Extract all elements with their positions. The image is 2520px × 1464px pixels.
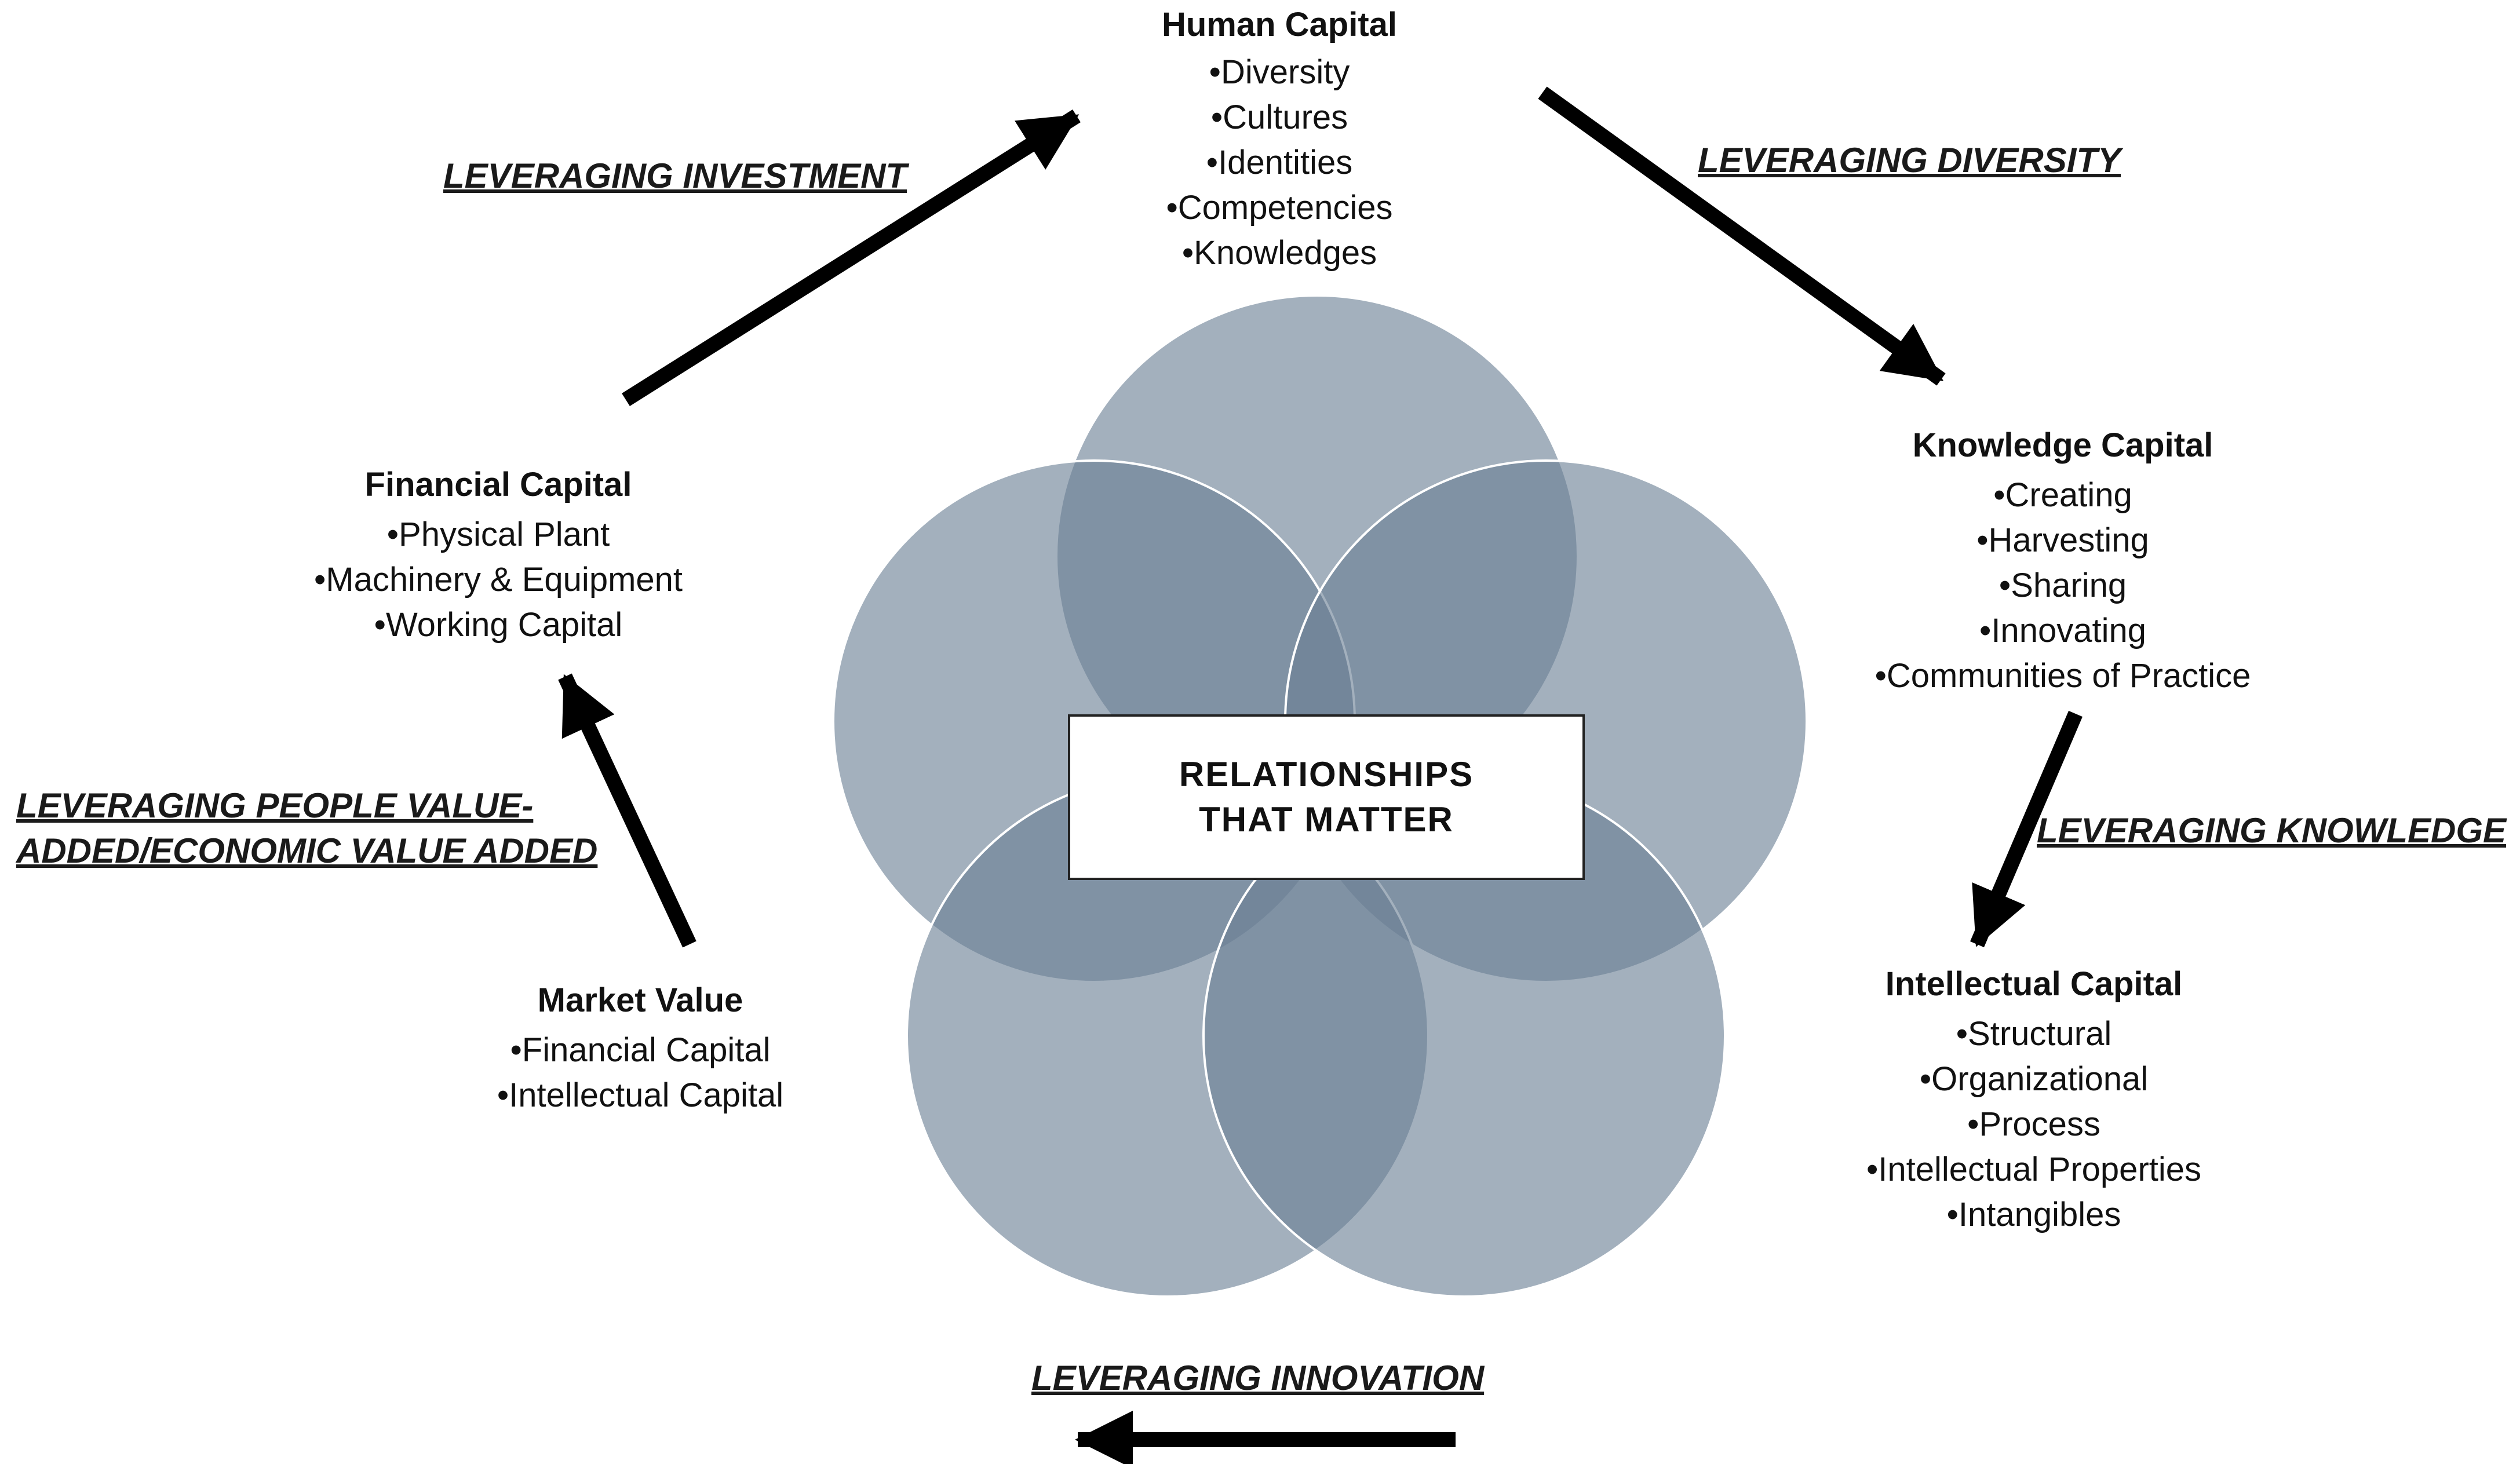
list-item: •Working Capital (374, 606, 623, 644)
label-leveraging-investment: LEVERAGING INVESTMENT (443, 156, 907, 195)
list-item: •Innovating (1979, 612, 2146, 649)
list-item: •Financial Capital (510, 1031, 771, 1069)
list-item: •Intellectual Properties (1866, 1151, 2202, 1188)
list-item: •Knowledges (1181, 234, 1377, 272)
node-human-capital: Human Capital •Diversity •Cultures •Iden… (1077, 0, 1482, 276)
list-item: •Harvesting (1976, 521, 2149, 559)
label-line: LEVERAGING PEOPLE VALUE- (16, 786, 534, 825)
node-knowledge-capital: Knowledge Capital •Creating •Harvesting … (1831, 418, 2295, 699)
arrow-investment (622, 109, 1081, 407)
node-title: Human Capital (1161, 6, 1398, 43)
arrows (558, 86, 2083, 1464)
list-item: •Process (1967, 1105, 2100, 1143)
list-item: •Creating (1993, 476, 2132, 514)
arrow-knowledge (1970, 710, 2083, 948)
list-item: •Competencies (1166, 189, 1393, 227)
list-item: •Identities (1206, 144, 1353, 181)
arrow-diversity (1538, 86, 1946, 386)
list-item: •Machinery & Equipment (313, 561, 683, 598)
list-item: •Cultures (1210, 98, 1348, 136)
label-leveraging-knowledge: LEVERAGING KNOWLEDGE (2037, 811, 2507, 850)
label-leveraging-diversity: LEVERAGING DIVERSITY (1698, 141, 2121, 180)
node-items: •Diversity •Cultures •Identities •Compet… (1077, 50, 1482, 276)
list-item: •Structural (1956, 1015, 2112, 1053)
list-item: •Intellectual Capital (497, 1076, 784, 1114)
node-title: Knowledge Capital (1912, 426, 2213, 464)
node-title: Intellectual Capital (1885, 965, 2183, 1003)
node-items: •Creating •Harvesting •Sharing •Innovati… (1831, 473, 2295, 699)
list-item: •Sharing (1999, 567, 2127, 604)
list-item: •Intangibles (1946, 1196, 2121, 1233)
center-label: RELATIONSHIPS THAT MATTER (1179, 755, 1474, 839)
list-item: •Diversity (1209, 53, 1350, 91)
label-leveraging-innovation: LEVERAGING INNOVATION (1031, 1359, 1485, 1397)
node-items: •Structural •Organizational •Process •In… (1808, 1012, 2260, 1237)
arrow-people-value (558, 673, 696, 948)
node-title: Market Value (537, 981, 743, 1019)
node-market-value: Market Value •Financial Capital •Intelle… (452, 973, 829, 1118)
center-box: RELATIONSHIPS THAT MATTER (1068, 714, 1585, 880)
node-title: Financial Capital (364, 466, 632, 503)
node-items: •Financial Capital •Intellectual Capital (452, 1028, 829, 1118)
list-item: •Organizational (1919, 1060, 2149, 1098)
label-line: ADDED/ECONOMIC VALUE ADDED (16, 831, 598, 870)
node-financial-capital: Financial Capital •Physical Plant •Machi… (278, 458, 719, 648)
label-leveraging-people-value: LEVERAGING PEOPLE VALUE- ADDED/ECONOMIC … (16, 783, 597, 874)
list-item: •Physical Plant (386, 516, 610, 553)
node-items: •Physical Plant •Machinery & Equipment •… (278, 512, 719, 648)
list-item: •Communities of Practice (1874, 657, 2251, 695)
node-intellectual-capital: Intellectual Capital •Structural •Organi… (1808, 957, 2260, 1237)
